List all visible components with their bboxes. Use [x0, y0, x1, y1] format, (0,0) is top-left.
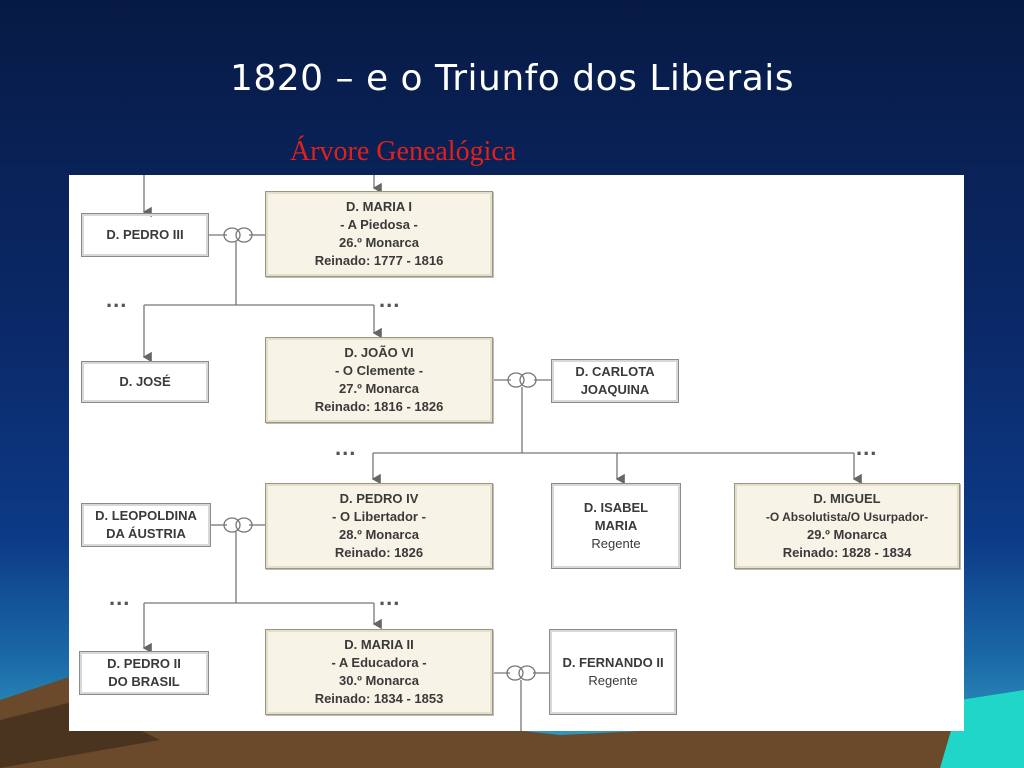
ellipsis-right-3: ... [379, 585, 401, 610]
slide-subtitle: Árvore Genealógica [290, 136, 517, 167]
node-isabel-maria: D. ISABEL MARIA Regente [551, 483, 681, 569]
ellipsis-left-1: ... [106, 287, 128, 312]
ellipsis-left-2: ... [335, 435, 357, 460]
node-miguel: D. MIGUEL -O Absolutista/O Usurpador- 29… [734, 483, 960, 569]
node-carlota-joaquina: D. CARLOTA JOAQUINA [551, 359, 679, 403]
node-fernando-ii: D. FERNANDO II Regente [549, 629, 677, 715]
ellipsis-right-2: ... [856, 435, 878, 460]
node-joao-vi: D. JOÃO VI - O Clemente - 27.º Monarca R… [265, 337, 493, 423]
node-maria-i: D. MARIA I - A Piedosa - 26.º Monarca Re… [265, 191, 493, 277]
marriage-ring [223, 227, 241, 243]
ellipsis-right-1: ... [379, 287, 401, 312]
genealogy-connectors [142, 175, 862, 731]
node-pedro-ii-brasil: D. PEDRO II DO BRASIL [79, 651, 209, 695]
ellipsis-left-3: ... [109, 585, 131, 610]
node-pedro-iv: D. PEDRO IV - O Libertador - 28.º Monarc… [265, 483, 493, 569]
node-pedro-iii: D. PEDRO III [81, 213, 209, 257]
node-jose: D. JOSÉ [81, 361, 209, 403]
slide-title: 1820 – e o Triunfo dos Liberais [229, 58, 795, 99]
node-leopoldina: D. LEOPOLDINA DA ÁUSTRIA [81, 503, 211, 547]
node-maria-ii: D. MARIA II - A Educadora - 30.º Monarca… [265, 629, 493, 715]
genealogy-panel: ... ... ... ... ... ... D. MARIA I - A P… [69, 175, 964, 731]
